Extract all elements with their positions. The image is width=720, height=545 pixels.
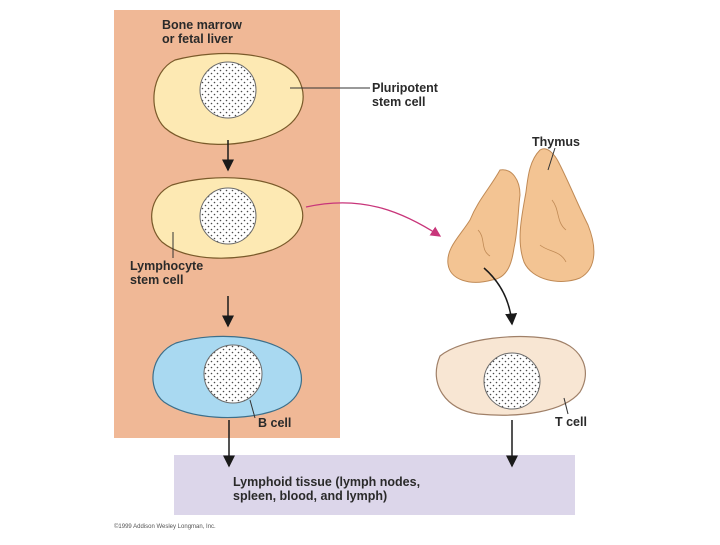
bone-marrow-label-line2: or fetal liver: [162, 32, 233, 46]
lymphoid-label-line1: Lymphoid tissue (lymph nodes,: [233, 475, 421, 489]
pluripotent-stem-cell: [153, 52, 304, 145]
thymus-organ: [447, 148, 595, 283]
lymphocyte-label-line2: stem cell: [130, 273, 184, 287]
lymphoid-label-line2: spleen, blood, and lymph): [233, 489, 388, 503]
bone-marrow-label-line1: Bone marrow: [162, 18, 242, 32]
b-cell: [152, 335, 302, 419]
arrow-thymus-to-t-cell: [483, 267, 518, 326]
b-cell-leader-line: [249, 399, 256, 419]
pluripotent-label-line1: Pluripotent: [372, 81, 438, 95]
lymphocyte-stem-cell: [151, 177, 304, 259]
t-cell: [435, 335, 586, 416]
lymphocyte-label-line1: Lymphocyte: [130, 259, 204, 273]
arrow-to-thymus: [305, 202, 442, 237]
thymus-label: Thymus: [532, 135, 580, 149]
t-cell-label: T cell: [555, 415, 587, 429]
t-cell-leader-line: [563, 397, 569, 415]
copyright-text: ©1999 Addison Wesley Longman, Inc.: [114, 524, 216, 530]
pluripotent-label-line2: stem cell: [372, 95, 426, 109]
thymus-leader-line: [547, 147, 556, 171]
b-cell-label: B cell: [258, 416, 292, 430]
